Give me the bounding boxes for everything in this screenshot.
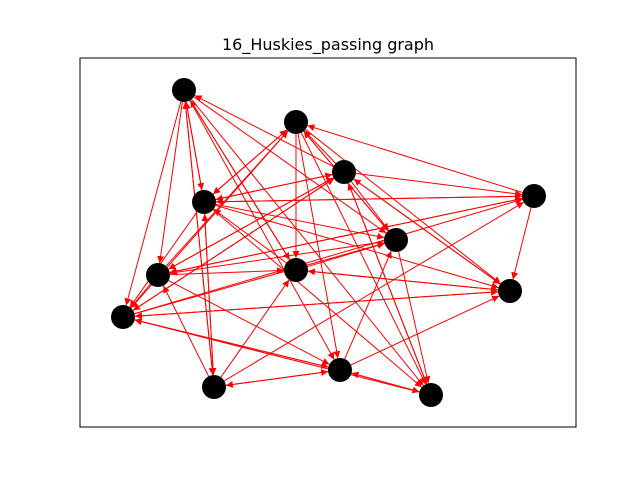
plot-frame xyxy=(79,57,577,428)
node-n11 xyxy=(419,383,443,407)
edge-n4-n1 xyxy=(165,130,289,267)
edge-n8-n5 xyxy=(307,268,499,291)
edge-n3-n0 xyxy=(183,101,203,191)
node-n5 xyxy=(284,258,308,282)
edge-center-3 xyxy=(225,371,329,388)
edge-n0-n4 xyxy=(157,101,183,264)
edge-n9-n8 xyxy=(134,288,499,317)
edge-center-9 xyxy=(351,372,420,394)
node-n3 xyxy=(192,190,216,214)
node-layer xyxy=(111,78,546,407)
edge-n10-n3 xyxy=(201,213,214,376)
edge-n2-n0 xyxy=(194,95,334,167)
node-n2 xyxy=(332,160,356,184)
edge-n2-n7 xyxy=(355,173,523,198)
node-n8 xyxy=(498,279,522,303)
edge-center-7 xyxy=(350,295,500,366)
edge-center-6 xyxy=(189,100,335,360)
node-n7 xyxy=(522,184,546,208)
edge-n3-n1 xyxy=(212,129,288,195)
edge-n0-n11 xyxy=(191,99,424,386)
edge-n9-n6 xyxy=(134,241,385,315)
edge-n10-n4 xyxy=(162,285,210,377)
edge-n5-n0 xyxy=(189,99,291,261)
edge-n3-n8 xyxy=(215,204,499,290)
edge-n7-n3 xyxy=(215,195,523,206)
edge-center-5 xyxy=(344,250,392,360)
edge-n3-n9 xyxy=(129,211,198,308)
edge-n10-n5 xyxy=(220,279,290,378)
edge-center-1 xyxy=(134,318,329,368)
edge-n4-n9 xyxy=(130,283,151,309)
edge-n7-n1 xyxy=(307,124,523,193)
edge-n3-n11 xyxy=(212,209,423,388)
node-n9 xyxy=(111,305,135,329)
edge-n8-n2 xyxy=(353,178,501,285)
edge-n7-n8 xyxy=(511,207,532,280)
edge-n10-n0 xyxy=(182,101,214,376)
node-n6 xyxy=(384,228,408,252)
node-n10 xyxy=(202,375,226,399)
node-center-bottom xyxy=(328,358,352,382)
node-n0 xyxy=(172,78,196,102)
edge-n2-n6 xyxy=(350,181,390,231)
edge-n5-n3 xyxy=(213,208,287,264)
edge-n1-n8 xyxy=(305,129,501,284)
edge-center-10 xyxy=(168,280,330,365)
edge-n7-n4 xyxy=(169,197,523,275)
chart-title: 16_Huskies_passing graph xyxy=(222,35,434,55)
edge-n0-n9 xyxy=(124,101,182,306)
edge-n1-n11 xyxy=(300,132,427,385)
edge-n3-n2 xyxy=(215,172,333,200)
edge-n11-n2 xyxy=(347,182,428,385)
edge-n11-n9 xyxy=(134,318,420,393)
node-n1 xyxy=(284,110,308,134)
edge-n3-n6 xyxy=(215,203,385,240)
edge-n4-n2 xyxy=(168,177,334,270)
edge-center-4 xyxy=(297,133,341,359)
node-n4 xyxy=(146,263,170,287)
edge-n0-n6 xyxy=(193,96,387,234)
edge-n9-n7 xyxy=(134,198,523,315)
